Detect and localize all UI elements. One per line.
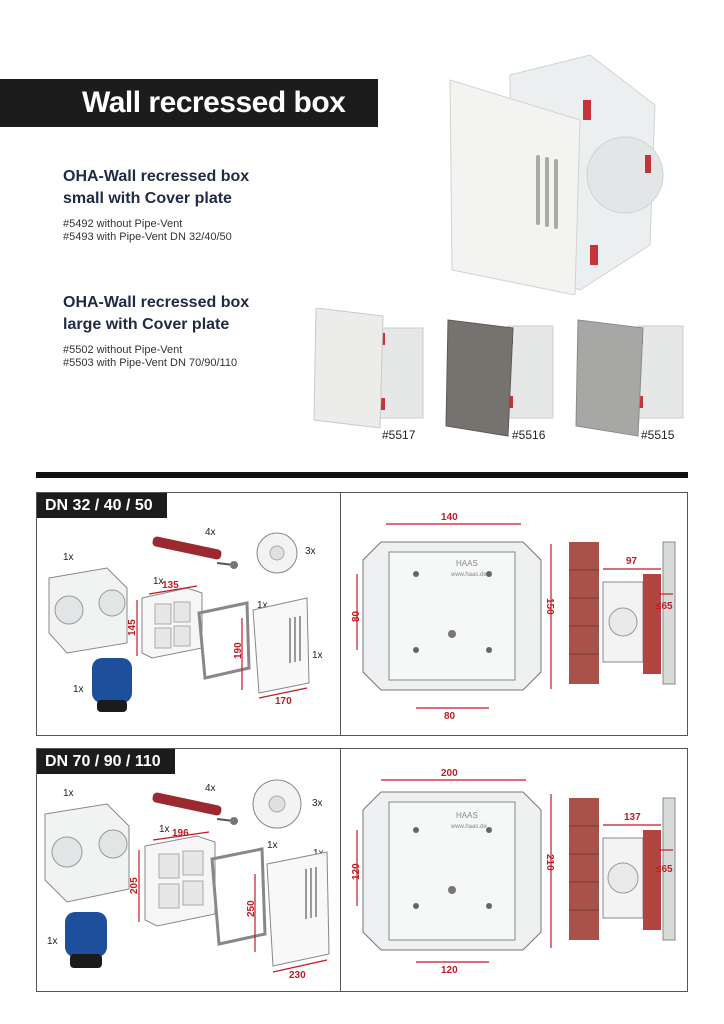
dim-label: 145 [127,619,138,636]
dim-label: 97 [626,556,638,567]
panel-divider [340,493,341,735]
variant-label: #5517 [382,428,416,442]
qty-label: 3x [305,546,316,557]
dim-label: 230 [289,970,306,981]
panel-dn70: DN 70 / 90 / 110 1x 4x 3x 1x 196 205 1x … [36,748,688,992]
qty-label: 3x [312,798,323,809]
dim-label: 210 [544,854,555,871]
qty-label: 1x [312,650,323,661]
dim-label: 190 [233,642,244,659]
variant-5515 [575,319,684,437]
dim-label: 170 [275,696,292,707]
qty-label: 1x [267,840,278,851]
section-divider [36,472,688,478]
exploded-view: 1x 4x 3x 1x 135 145 1x 1x 190 170 1x [48,527,323,712]
dim-label: 140 [441,512,458,523]
product-code: #5493 with Pipe-Vent DN 32/40/50 [63,231,232,243]
product-name: OHA-Wall recressed box [63,168,250,185]
url-label: www.haas.de [450,824,487,830]
dim-label: 196 [172,828,189,839]
qty-label: 4x [205,527,216,538]
qty-label: 1x [153,576,164,587]
url-label: www.haas.de [450,572,487,578]
product-code: #5502 without Pipe-Vent [63,344,183,356]
brand-label: HAAS [456,559,478,568]
panel-tag: DN 32 / 40 / 50 [37,493,167,518]
dim-label: 120 [351,863,362,880]
dim-label: 80 [444,711,456,722]
dim-label: 80 [351,610,362,622]
variant-5516 [445,319,554,437]
product-code: #5492 without Pipe-Vent [63,218,183,230]
product-subtitle: small with Cover plate [63,190,232,207]
dim-label: 120 [441,965,458,976]
qty-label: 1x [257,600,268,611]
dimension-view: 140 HAAS www.haas.de 80 150 80 97 ≤65 [351,512,676,722]
dim-label: 137 [624,812,641,823]
dim-label: ≤65 [656,601,673,612]
qty-label: 1x [159,824,170,835]
variant-label: #5515 [641,428,675,442]
qty-label: 1x [73,684,84,695]
dimension-view: 200 HAAS www.haas.de 120 210 120 137 ≤65 [351,768,676,976]
dim-label: 205 [129,877,140,894]
page-title: Wall recressed box [82,86,346,119]
product-code: #5503 with Pipe-Vent DN 70/90/110 [63,357,238,369]
dim-label: 150 [544,598,555,615]
variant-photos [313,308,684,437]
product-small: OHA-Wall recressed box small with Cover … [63,166,249,244]
dim-label: ≤65 [656,864,673,875]
brand-label: HAAS [456,811,478,820]
panel-tag: DN 70 / 90 / 110 [37,749,175,774]
qty-label: 4x [205,783,216,794]
main-product-photo [449,54,664,295]
panel-dn32: DN 32 / 40 / 50 1x 4x 3x 1x 135 145 1x 1… [36,492,688,736]
variant-label: #5516 [512,428,546,442]
panel-divider [340,749,341,991]
qty-label: 1x [63,552,74,563]
qty-label: 1x [63,788,74,799]
exploded-view: 1x 4x 3x 1x 196 205 1x 1x 250 230 1x [44,779,330,981]
dim-label: 250 [246,900,257,917]
dim-label: 135 [162,580,179,591]
title-bar: Wall recressed box [0,79,378,127]
product-name: OHA-Wall recressed box [63,294,250,311]
product-large: OHA-Wall recressed box large with Cover … [63,292,249,370]
dim-label: 200 [441,768,458,779]
product-subtitle: large with Cover plate [63,316,230,333]
variant-5517 [313,308,424,429]
qty-label: 1x [47,936,58,947]
